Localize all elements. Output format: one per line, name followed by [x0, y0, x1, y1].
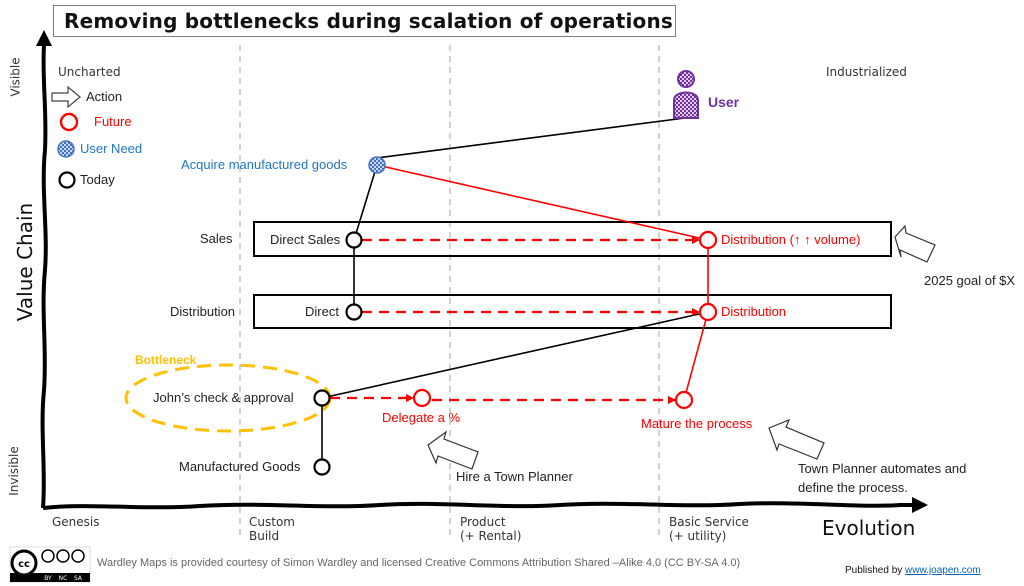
future-node-mature[interactable]: [674, 390, 694, 410]
link-need-to-direct-sales: [353, 164, 378, 241]
node-direct-sales[interactable]: [345, 231, 363, 249]
future-node-delegate[interactable]: [412, 388, 432, 408]
distribution-row-box: [253, 294, 892, 329]
x-axis: [42, 501, 915, 510]
goal-arrow-icon: [894, 224, 936, 263]
stage-service-line1: Basic Service: [669, 515, 749, 529]
automate-annotation-line1: Town Planner automates and: [798, 461, 967, 476]
bottleneck-label: Bottleneck: [135, 353, 197, 367]
user-label: User: [708, 94, 740, 110]
hire-annotation: Hire a Town Planner: [456, 469, 573, 484]
svg-text:NC: NC: [59, 575, 68, 582]
label-direct-sales: Direct Sales: [270, 232, 341, 247]
label-delegate: Delegate a %: [382, 410, 461, 425]
uncharted-label: Uncharted: [58, 65, 121, 79]
legend-today-icon: [58, 171, 76, 189]
svg-text:SA: SA: [74, 575, 83, 582]
node-direct[interactable]: [345, 303, 363, 321]
future-link-need-to-distribution-volume: [376, 164, 709, 241]
legend-user-need-label: User Need: [80, 141, 143, 156]
automate-annotation-line2: define the process.: [798, 480, 908, 495]
future-link-distribution-to-mature: [683, 311, 709, 401]
label-distribution-volume: Distribution (↑ ↑ volume): [721, 232, 861, 247]
footer-credit: Wardley Maps is provided courtesy of Sim…: [97, 557, 741, 569]
y-axis-arrowhead: [36, 30, 52, 46]
stage-custom-line1: Custom: [249, 515, 295, 529]
user-need-node[interactable]: [368, 156, 386, 174]
legend-action-label: Action: [86, 89, 123, 104]
x-axis-arrowhead: [912, 497, 928, 513]
label-direct: Direct: [305, 304, 339, 319]
link-user-to-need: [376, 117, 686, 159]
stage-product-line1: Product: [460, 515, 506, 529]
industrialized-label: Industrialized: [826, 65, 907, 79]
future-node-distribution-volume[interactable]: [698, 230, 718, 250]
node-johns-check[interactable]: [313, 389, 331, 407]
legend-action-arrow-icon: [51, 85, 81, 109]
label-future-distribution: Distribution: [721, 304, 787, 319]
page-title: Removing bottlenecks during scalation of…: [64, 9, 674, 33]
goal-annotation: 2025 goal of $X: [924, 273, 1016, 288]
footer-published: Published by www.joapen.com: [845, 565, 981, 576]
stage-product-line2: (+ Rental): [460, 529, 522, 543]
future-node-distribution[interactable]: [698, 302, 718, 322]
row-label-sales: Sales: [200, 231, 233, 246]
svg-text:BY: BY: [44, 575, 52, 582]
link-distribution-to-johns-check: [321, 311, 709, 399]
stage-custom-line2: Build: [249, 529, 280, 543]
stage-service-line2: (+ utility): [669, 529, 727, 543]
legend-future-label: Future: [94, 114, 132, 129]
svg-text:cc: cc: [18, 559, 30, 570]
sales-row-box: [253, 221, 892, 257]
y-axis-invisible-label: Invisible: [6, 446, 21, 496]
legend-future-icon: [59, 112, 79, 132]
published-link[interactable]: www.joapen.com: [905, 565, 981, 576]
label-manufactured-goods: Manufactured Goods: [179, 459, 301, 474]
stage-genesis: Genesis: [52, 515, 100, 529]
automate-arrow-icon: [768, 418, 825, 460]
label-mature: Mature the process: [641, 416, 753, 431]
legend-user-need-icon: [57, 140, 75, 158]
label-johns-check: John’s check & approval: [153, 390, 294, 405]
hire-arrow-icon: [427, 430, 479, 470]
cc-license-badge[interactable]: cc BY NC SA: [9, 546, 91, 583]
y-axis: [40, 44, 48, 509]
row-label-distribution: Distribution: [170, 304, 236, 319]
title-box: Removing bottlenecks during scalation of…: [53, 5, 676, 37]
node-manufactured-goods[interactable]: [313, 458, 331, 476]
y-axis-visible-label: Visible: [8, 57, 23, 97]
user-icon[interactable]: [673, 70, 699, 119]
y-axis-label: Value Chain: [13, 202, 38, 322]
legend-today-label: Today: [80, 172, 115, 187]
published-prefix: Published by: [845, 565, 906, 576]
user-need-label: Acquire manufactured goods: [181, 157, 348, 172]
x-axis-label: Evolution: [822, 516, 916, 540]
